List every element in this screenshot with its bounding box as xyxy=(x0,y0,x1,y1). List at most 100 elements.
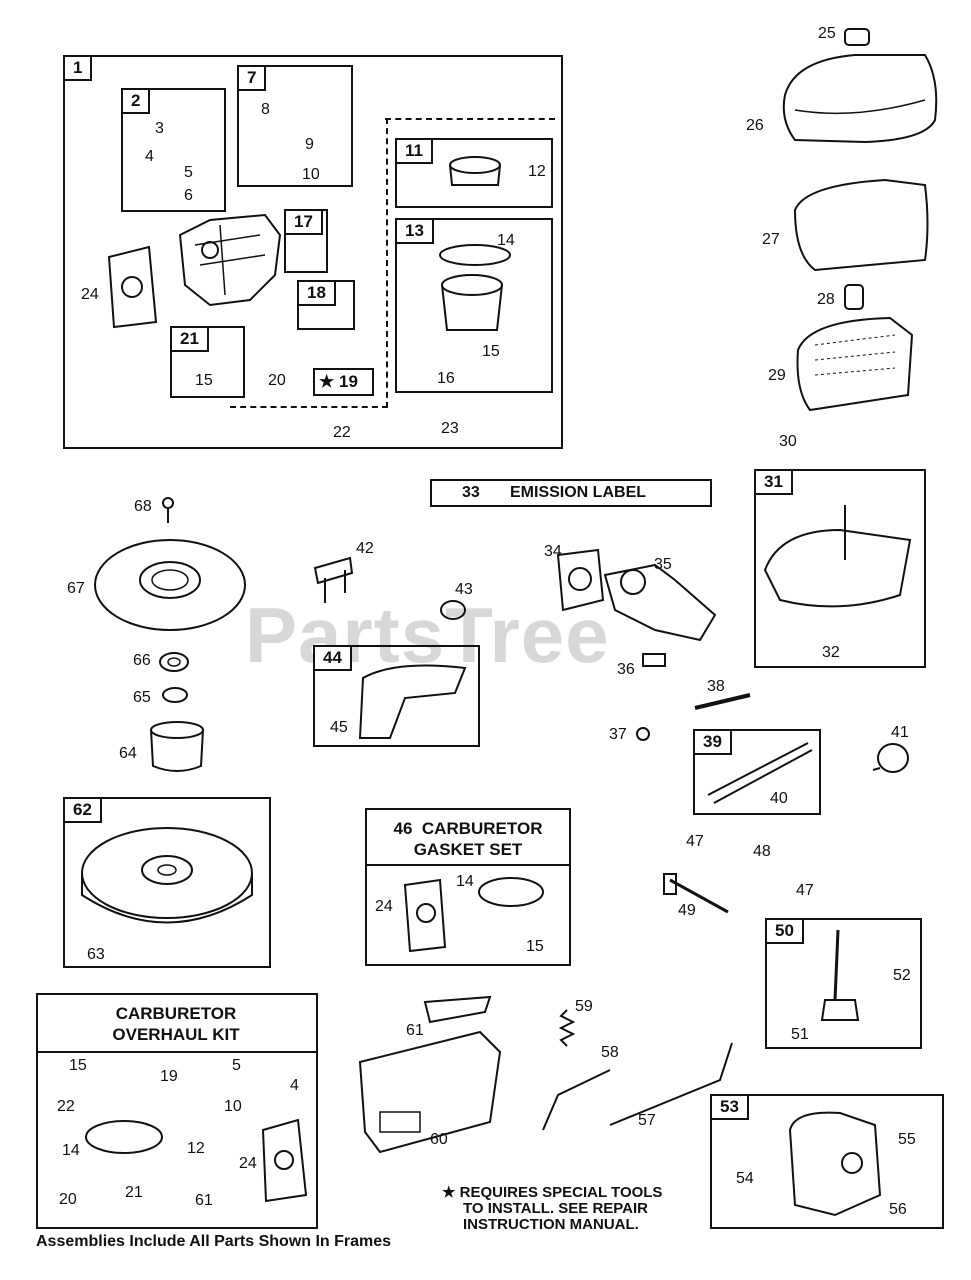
frame-31: 31 xyxy=(754,469,926,668)
callout-35: 35 xyxy=(654,556,672,573)
callout-15-bowl: 15 xyxy=(482,343,500,360)
callout-47-bottom: 47 xyxy=(796,882,814,899)
overhaul-line2: OVERHAUL KIT xyxy=(112,1025,240,1044)
callout-59: 59 xyxy=(575,998,593,1015)
callout-49: 49 xyxy=(678,902,696,919)
frame-39: 39 xyxy=(693,729,821,815)
gasket-34 xyxy=(556,548,605,612)
callout-40: 40 xyxy=(770,790,788,807)
spring-59 xyxy=(558,1009,576,1047)
callout-4: 4 xyxy=(145,148,154,165)
frame-13: 13 xyxy=(395,218,553,393)
carburetor-body xyxy=(178,213,282,307)
callout-47-top: 47 xyxy=(686,833,704,850)
frame-11: 11 xyxy=(395,138,553,208)
callout-60: 60 xyxy=(430,1131,448,1148)
emission-label-number: 33 xyxy=(462,484,480,501)
nut-66 xyxy=(159,652,189,672)
callout-25: 25 xyxy=(818,25,836,42)
screw-68 xyxy=(162,497,174,523)
callout-65: 65 xyxy=(133,689,151,706)
frame-tag-1: 1 xyxy=(63,55,93,81)
overhaul-kit-frame xyxy=(36,993,318,1229)
frame-21: 21 xyxy=(170,326,245,398)
callout-52: 52 xyxy=(893,967,911,984)
overhaul-kit-title: CARBURETOR OVERHAUL KIT xyxy=(40,1003,312,1045)
bolt-38 xyxy=(694,693,751,710)
callout-12: 12 xyxy=(528,163,546,180)
clip-43 xyxy=(440,600,466,620)
kit-gasket-24 xyxy=(261,1118,308,1203)
emission-label-box: 33 EMISSION LABEL xyxy=(430,479,712,507)
dashed-group-outline xyxy=(230,118,388,408)
footnote-star-icon: ★ xyxy=(442,1184,456,1201)
frame-tag-31: 31 xyxy=(754,469,793,495)
kit-callout-10: 10 xyxy=(224,1098,242,1115)
frame-7: 7 xyxy=(237,65,353,187)
callout-57: 57 xyxy=(638,1112,656,1129)
frame-tag-17: 17 xyxy=(284,209,323,235)
bracket-42 xyxy=(313,556,354,603)
callout-20: 20 xyxy=(268,372,286,389)
frame-tag-50: 50 xyxy=(765,918,804,944)
washer-65 xyxy=(162,687,188,703)
intake-manifold-35 xyxy=(603,563,717,642)
callout-9: 9 xyxy=(305,136,314,153)
kit-callout-24: 24 xyxy=(239,1155,257,1172)
callout-38: 38 xyxy=(707,678,725,695)
kit-callout-4: 4 xyxy=(290,1077,299,1094)
callout-56: 56 xyxy=(889,1201,907,1218)
lever-50 xyxy=(820,929,860,1021)
frame-tag-11: 11 xyxy=(395,138,433,164)
muffler xyxy=(788,1111,882,1217)
frame-50: 50 xyxy=(765,918,922,1049)
callout-23: 23 xyxy=(441,420,459,437)
control-bracket-60 xyxy=(358,995,502,1154)
kit-callout-61: 61 xyxy=(195,1192,213,1209)
blower-housing-67 xyxy=(94,539,246,631)
callout-27: 27 xyxy=(762,231,780,248)
callout-34: 34 xyxy=(544,543,562,560)
air-cleaner-cover xyxy=(782,54,938,144)
gasket-set-line1: CARBURETOR xyxy=(421,819,543,838)
callout-64: 64 xyxy=(119,745,137,762)
kit-callout-14: 14 xyxy=(62,1142,80,1159)
callout-8: 8 xyxy=(261,101,270,118)
shaft-49 xyxy=(663,873,729,914)
frame-tag-21: 21 xyxy=(170,326,209,352)
o-ring-14-set xyxy=(478,877,544,907)
fuel-pump-41 xyxy=(872,743,909,773)
callout-54: 54 xyxy=(736,1170,754,1187)
callout-48: 48 xyxy=(753,843,771,860)
frame-2: 2 xyxy=(121,88,226,212)
callout-6: 6 xyxy=(184,187,193,204)
cup-64 xyxy=(150,721,204,772)
callout-16: 16 xyxy=(437,370,455,387)
flywheel xyxy=(81,827,253,924)
frame-18: 18 xyxy=(297,280,355,330)
pre-cleaner xyxy=(793,178,929,272)
callout-3: 3 xyxy=(155,120,164,137)
frame-tag-53: 53 xyxy=(710,1094,749,1120)
footnote-line2: TO INSTALL. SEE REPAIR xyxy=(463,1200,649,1217)
callout-51: 51 xyxy=(791,1026,809,1043)
link-39 xyxy=(707,742,813,804)
callout-37: 37 xyxy=(609,726,627,743)
callout-63: 63 xyxy=(87,946,105,963)
special-tools-note: ★ REQUIRES SPECIAL TOOLS TO INSTALL. SEE… xyxy=(442,1185,662,1233)
gasket-set-line2: GASKET SET xyxy=(413,840,523,859)
frame-53: 53 xyxy=(710,1094,944,1229)
callout-5: 5 xyxy=(184,164,193,181)
callout-32: 32 xyxy=(822,644,840,661)
frame-44: 44 xyxy=(313,645,480,747)
rod-57 xyxy=(609,1042,733,1126)
frame-19: ★ 19 xyxy=(313,368,374,396)
callout-14: 14 xyxy=(497,232,515,249)
kit-callout-20: 20 xyxy=(59,1191,77,1208)
float-bowl xyxy=(439,244,511,331)
air-cleaner-base xyxy=(763,505,912,608)
star-icon: ★ xyxy=(319,372,335,391)
frame-1: 1 xyxy=(63,55,563,449)
callout-29: 29 xyxy=(768,367,786,384)
callout-36: 36 xyxy=(617,661,635,678)
